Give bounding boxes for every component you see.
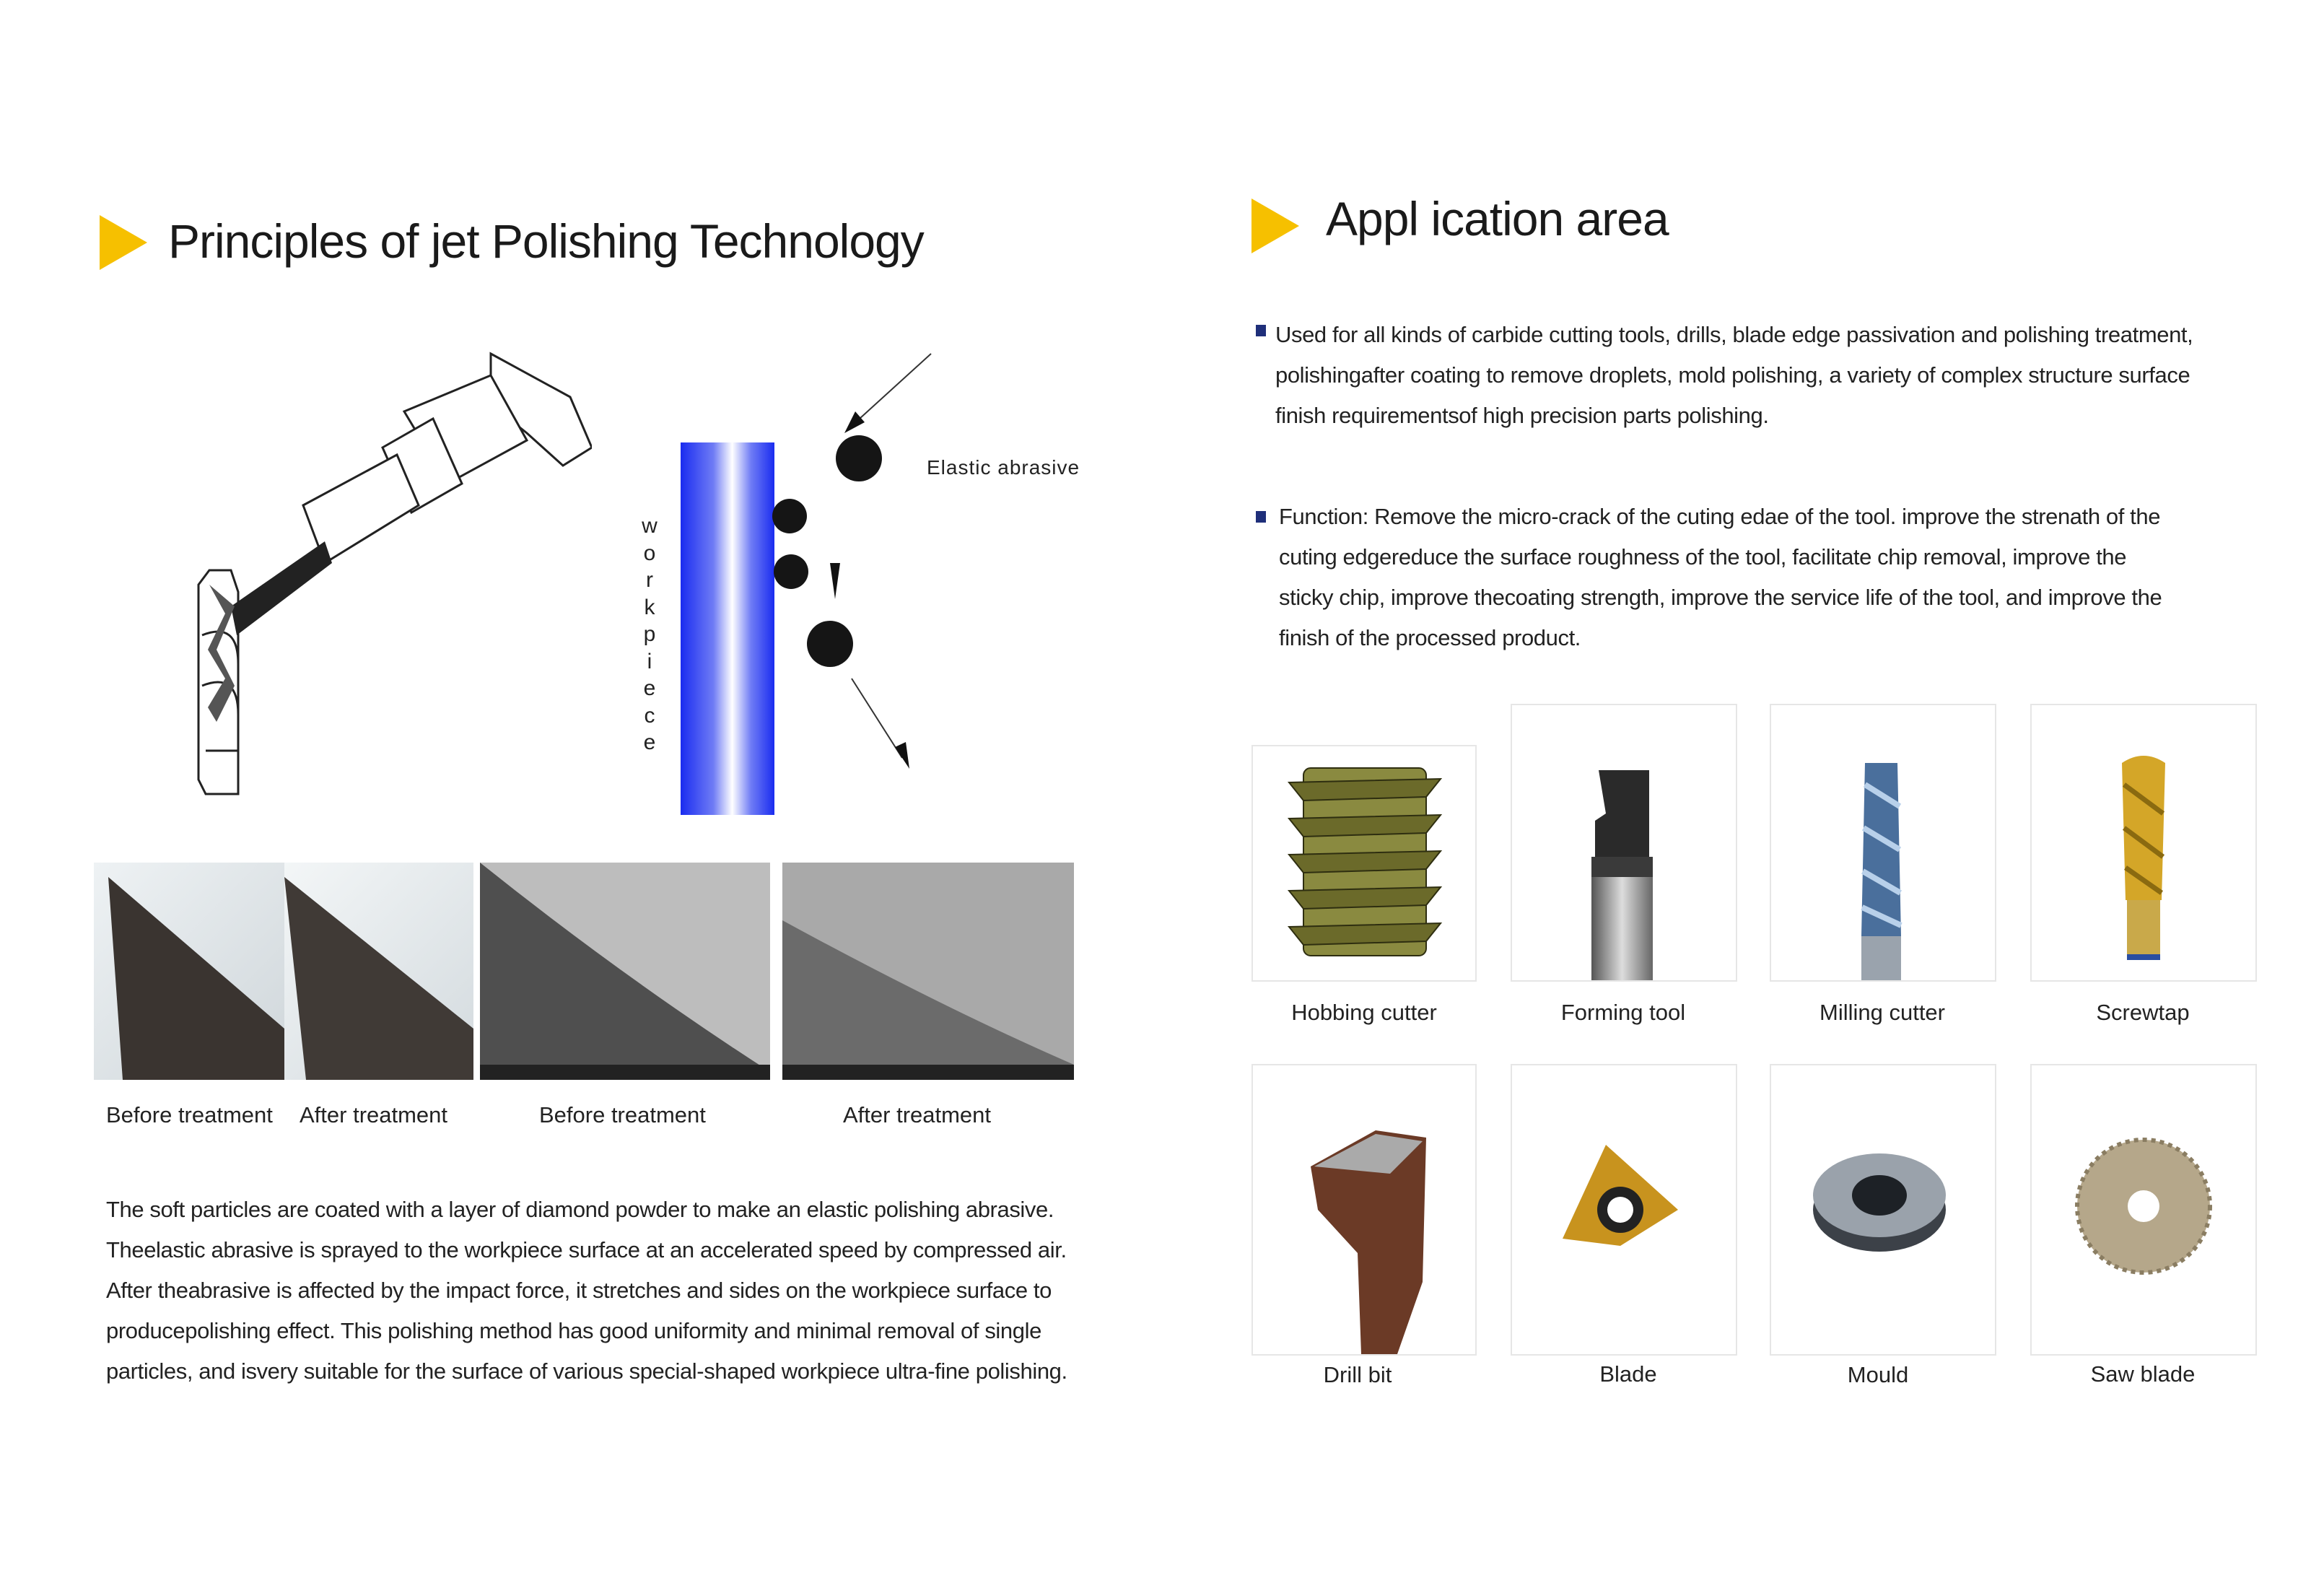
caption-before-2: Before treatment [539, 1102, 706, 1127]
after-treatment-photo-1 [284, 863, 473, 1080]
elastic-abrasive-label: Elastic abrasive [927, 456, 1080, 479]
after-treatment-sem-photo [782, 863, 1074, 1080]
product-card-hobbing-cutter [1251, 745, 1477, 982]
product-label: Hobbing cutter [1291, 1000, 1437, 1025]
saw-blade-icon [2075, 1138, 2212, 1275]
product-card-forming-tool [1511, 704, 1737, 982]
mould-icon [1813, 1153, 1946, 1252]
product-card-screwtap [2030, 704, 2257, 982]
bullet-icon [1256, 325, 1266, 336]
screwtap-icon [2122, 756, 2165, 960]
workpiece-label: w o r k p i e c e [642, 514, 658, 754]
drill-bit-icon [1311, 1130, 1426, 1354]
bullet-1-text: Used for all kinds of carbide cutting to… [1275, 322, 2193, 428]
product-label: Saw blade [2090, 1361, 2196, 1387]
product-label: Milling cutter [1820, 1000, 1945, 1025]
section-arrow-icon [1251, 198, 1299, 253]
product-card-blade [1511, 1064, 1737, 1356]
blade-icon [1563, 1145, 1678, 1246]
workpiece-bar [681, 442, 774, 815]
caption-after-1: After treatment [300, 1102, 448, 1127]
section-arrow-icon [100, 215, 147, 270]
product-card-milling-cutter [1770, 704, 1996, 982]
principles-title: Principles of jet Polishing Technology [168, 214, 925, 268]
product-label: Blade [1599, 1361, 1657, 1387]
product-label: Drill bit [1323, 1362, 1392, 1387]
abrasive-particle [836, 435, 882, 481]
forming-tool-icon [1591, 770, 1653, 980]
abrasive-particles-diagram [772, 353, 932, 769]
before-treatment-photo-1 [94, 863, 284, 1080]
product-card-saw-blade [2030, 1064, 2257, 1356]
bullet-2-text: Function: Remove the micro-crack of the … [1279, 504, 2162, 650]
bullet-icon [1256, 511, 1266, 523]
product-label: Forming tool [1560, 1000, 1686, 1025]
abrasive-particle [774, 554, 808, 589]
product-label: Screwtap [2096, 1000, 2190, 1025]
product-card-mould [1770, 1064, 1996, 1356]
hobbing-cutter-icon [1287, 767, 1443, 956]
principles-paragraph: The soft particles are coated with a lay… [106, 1197, 1067, 1384]
caption-before-1: Before treatment [106, 1102, 273, 1127]
product-label: Mould [1847, 1362, 1909, 1387]
application-title: Appl ication area [1326, 192, 1669, 245]
milling-cutter-icon [1861, 763, 1903, 980]
caption-after-2: After treatment [843, 1102, 992, 1127]
abrasive-particle [772, 499, 807, 533]
product-card-drill-bit [1251, 1064, 1477, 1356]
abrasive-particle [807, 621, 853, 667]
jet-nozzle-drawing [197, 352, 592, 795]
before-treatment-sem-photo [480, 863, 770, 1080]
